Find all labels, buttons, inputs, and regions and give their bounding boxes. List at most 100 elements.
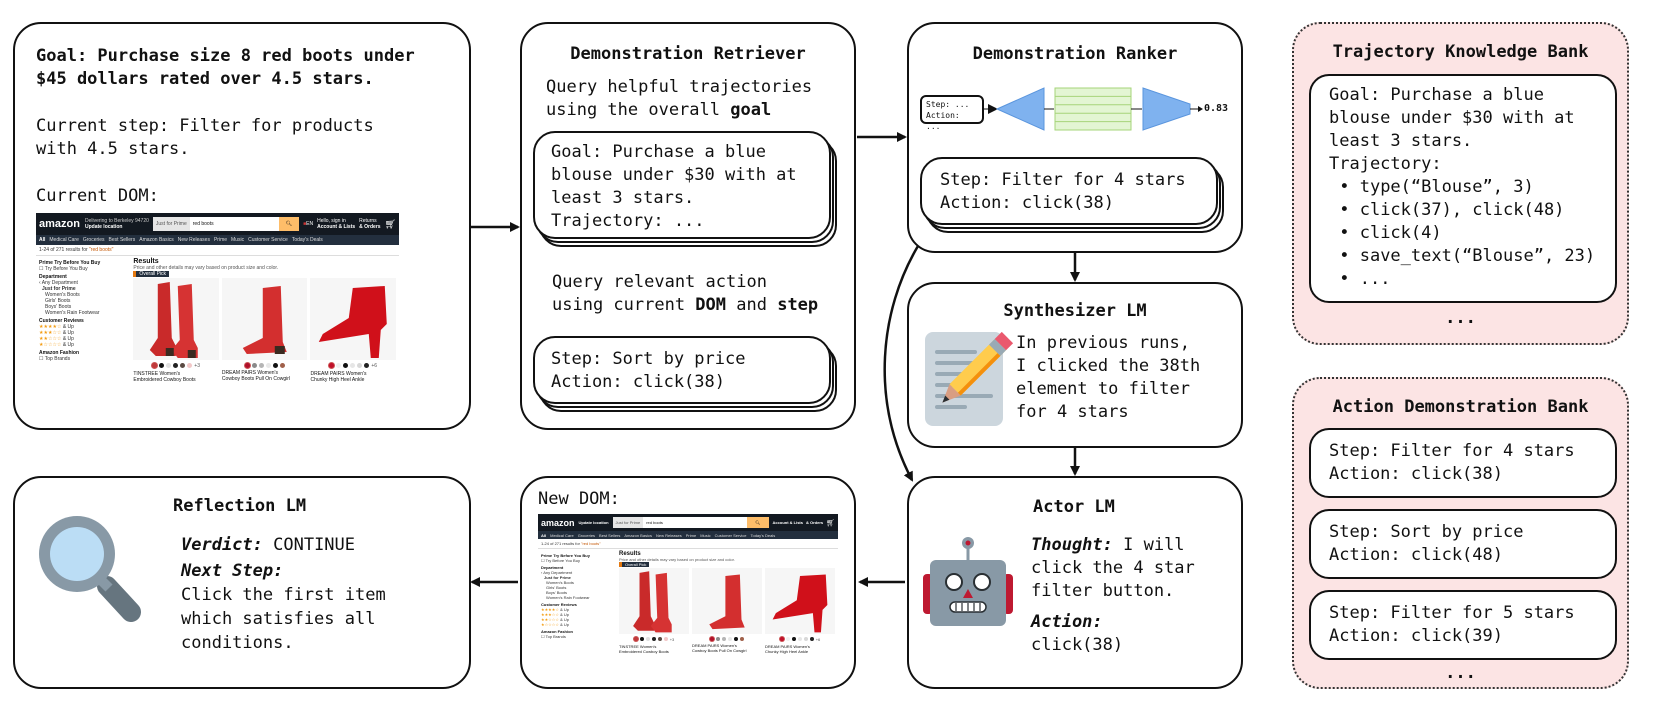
review-filter-1[interactable]: ★☆☆☆☆ & Up	[39, 342, 74, 348]
prime-checkbox[interactable]: ☐ Try Before You Buy	[39, 266, 88, 272]
nav-item[interactable]: Prime	[213, 237, 228, 243]
search-icon[interactable]: 🔍︎	[278, 217, 300, 231]
nav-item[interactable]: All	[541, 532, 547, 538]
color-swatch[interactable]	[159, 363, 165, 368]
nav-item[interactable]: Customer Service	[248, 237, 288, 243]
more-swatches[interactable]: +3	[194, 363, 200, 369]
color-swatch[interactable]	[633, 637, 638, 641]
search-input[interactable]: red boots	[192, 221, 214, 227]
search-category[interactable]: Just for Prime	[612, 517, 644, 528]
nav-item[interactable]: Today's Deals	[750, 532, 776, 538]
color-swatch[interactable]	[357, 363, 363, 368]
color-swatch[interactable]	[329, 363, 335, 368]
dept-link[interactable]: Boys' Boots	[546, 590, 567, 595]
trajectory-entry[interactable]: Goal: Purchase a blue blouse under $30 w…	[1309, 74, 1617, 303]
dept-link[interactable]: Boys' Boots	[45, 304, 72, 310]
color-swatch[interactable]	[187, 363, 193, 368]
nav-item[interactable]: Music	[700, 532, 711, 538]
review-filter-3[interactable]: ★★★☆☆ & Up	[541, 612, 569, 617]
language-selector[interactable]: ■EN	[303, 221, 314, 227]
account-link[interactable]: Account & Lists	[772, 520, 803, 525]
color-swatch[interactable]	[343, 363, 349, 368]
color-swatch[interactable]	[166, 363, 172, 368]
more-swatches[interactable]: +6	[371, 363, 378, 369]
product-name[interactable]: Cowboy Boots Pull On Cowgirl	[221, 376, 291, 382]
color-swatch[interactable]	[710, 637, 714, 641]
color-swatch[interactable]	[272, 363, 278, 368]
color-swatches[interactable]	[692, 637, 762, 641]
product-card[interactable]	[619, 568, 689, 634]
product-card[interactable]	[133, 278, 219, 360]
product-name[interactable]: Embroidered Cowboy Boots	[619, 649, 669, 654]
color-swatch[interactable]	[809, 637, 814, 641]
prime-checkbox[interactable]: ☐ Try Before You Buy	[541, 558, 580, 563]
color-swatches[interactable]: +6	[765, 637, 835, 642]
color-swatch[interactable]	[716, 637, 720, 641]
search-bar[interactable]: Just for Prime red boots 🔍︎	[612, 517, 769, 528]
product-name[interactable]: TINSTREE Women's	[619, 644, 657, 649]
fashion-checkbox[interactable]: ☐ Top Brands	[541, 634, 566, 639]
more-swatches[interactable]: +6	[815, 637, 821, 642]
boot-image[interactable]	[619, 568, 689, 634]
dept-link[interactable]: ‹ Any Department	[541, 570, 573, 575]
nav-item[interactable]: Medical Care	[49, 237, 79, 243]
product-card[interactable]	[765, 568, 835, 634]
product-card[interactable]	[310, 278, 397, 360]
product-name[interactable]: DREAM PAIRS Women's	[310, 371, 367, 377]
nav-item[interactable]: Groceries	[82, 237, 105, 243]
more-swatches[interactable]: +3	[669, 637, 675, 642]
nav-item[interactable]: Best Sellers	[599, 532, 621, 538]
cart-icon[interactable]: 🛒︎	[826, 519, 835, 527]
nav-item[interactable]: New Releases	[655, 532, 682, 538]
dept-link[interactable]: Girls' Boots	[45, 298, 71, 304]
product-name[interactable]: TINSTREE Women's	[133, 371, 181, 377]
product-name[interactable]: Chunky High Heel Ankle	[310, 377, 365, 383]
product-name[interactable]: Chunky High Heel Ankle	[765, 649, 809, 654]
action-demo-entry[interactable]: Step: Sort by price Action: click(48)	[1309, 509, 1617, 579]
review-filter-3[interactable]: ★★★☆☆ & Up	[39, 330, 74, 336]
color-swatches[interactable]: +3	[133, 363, 219, 369]
color-swatch[interactable]	[364, 363, 370, 368]
color-swatch[interactable]	[797, 637, 802, 641]
product-card[interactable]	[692, 568, 762, 634]
nav-item[interactable]: Amazon Basics	[624, 532, 652, 538]
boot-image[interactable]	[310, 278, 397, 360]
color-swatch[interactable]	[265, 363, 271, 368]
color-swatch[interactable]	[791, 637, 796, 641]
review-filter-2[interactable]: ★★☆☆☆ & Up	[541, 617, 569, 622]
color-swatch[interactable]	[779, 637, 784, 641]
retrieved-action-stack[interactable]: Step: Sort by price Action: click(38)	[533, 336, 839, 412]
color-swatch[interactable]	[785, 637, 790, 641]
color-swatch[interactable]	[279, 363, 285, 368]
nav-item[interactable]: Medical Care	[550, 532, 574, 538]
color-swatch[interactable]	[657, 637, 662, 641]
dept-link[interactable]: Women's Boots	[45, 292, 80, 298]
product-card[interactable]	[221, 278, 308, 360]
color-swatch[interactable]	[663, 637, 668, 641]
color-swatches[interactable]: +6	[310, 363, 396, 369]
search-category[interactable]: Just for Prime	[152, 217, 190, 231]
review-filter-1[interactable]: ★☆☆☆☆ & Up	[541, 622, 569, 627]
color-swatch[interactable]	[740, 637, 744, 641]
dept-link[interactable]: Women's Boots	[546, 580, 574, 585]
search-icon[interactable]: 🔍︎	[746, 517, 769, 528]
action-demo-entry[interactable]: Step: Filter for 5 stars Action: click(3…	[1309, 590, 1617, 660]
review-filter-4[interactable]: ★★★★☆ & Up	[541, 607, 569, 612]
product-name[interactable]: DREAM PAIRS Women's	[692, 643, 737, 648]
nav-item[interactable]: New Releases	[177, 237, 210, 243]
boot-image[interactable]	[133, 278, 219, 360]
retrieved-trajectory-stack[interactable]: Goal: Purchase a blue blouse under $30 w…	[533, 131, 839, 247]
cart-icon[interactable]: 🛒︎	[384, 218, 396, 229]
nav-item[interactable]: Best Sellers	[108, 237, 136, 243]
color-swatch[interactable]	[152, 363, 158, 368]
account-link[interactable]: Account & Lists	[317, 224, 356, 230]
boot-image[interactable]	[765, 568, 835, 634]
action-demo-entry[interactable]: Step: Filter for 4 stars Action: click(3…	[1309, 428, 1617, 498]
color-swatch[interactable]	[645, 637, 650, 641]
color-swatch[interactable]	[258, 363, 264, 368]
product-name[interactable]: DREAM PAIRS Women's	[765, 644, 810, 649]
color-swatch[interactable]	[803, 637, 808, 641]
dept-link[interactable]: Women's Rain Footwear	[546, 595, 590, 600]
review-filter-2[interactable]: ★★☆☆☆ & Up	[39, 336, 74, 342]
color-swatch[interactable]	[173, 363, 179, 368]
